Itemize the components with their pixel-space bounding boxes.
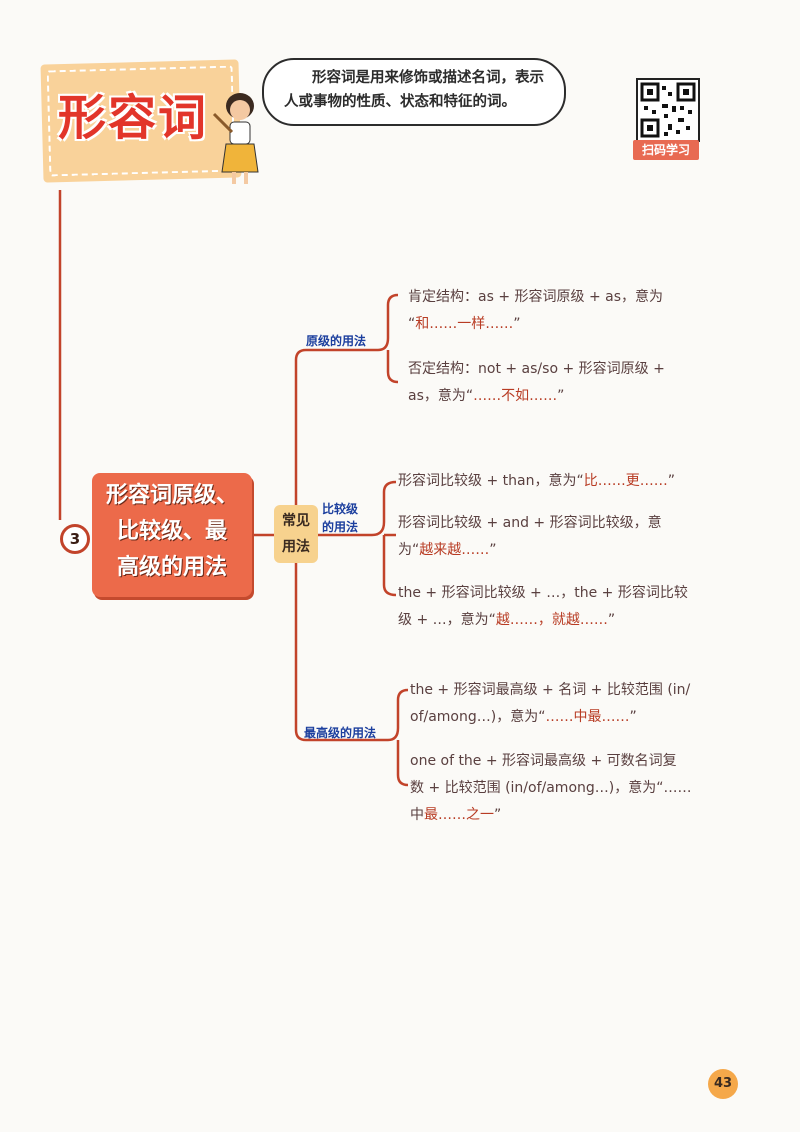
section-title-line: 形容词原级、: [105, 483, 238, 508]
rule-superlative-one-of: one of the + 形容词最高级 + 可数名词复 数 + 比较范围 (in…: [410, 748, 705, 829]
section-title-box: [92, 473, 252, 597]
branch-label-line: 的用法: [322, 520, 359, 534]
rule-line: 级 + …，意为“越……，就越……”: [398, 612, 616, 628]
rule-line: the + 形容词比较级 + …，the + 形容词比较: [398, 585, 688, 601]
section-title: 形容词原级、 比较级、最 高级的用法: [96, 478, 248, 586]
rule-comparative-and: 形容词比较级 + and + 形容词比较级，意 为“越来越……”: [398, 510, 703, 564]
branch-label-comparative: 比较级 的用法: [322, 500, 358, 536]
rule-comparative-the-the: the + 形容词比较级 + …，the + 形容词比较 级 + …，意为“越……: [398, 580, 703, 634]
rule-line: 为“越来越……”: [398, 542, 497, 558]
qr-code-icon[interactable]: [636, 78, 700, 142]
branch-label-positive: 原级的用法: [306, 334, 367, 348]
rule-line: one of the + 形容词最高级 + 可数名词复: [410, 753, 677, 769]
branch-label-superlative: 最高级的用法: [304, 726, 377, 740]
rule-comparative-than: 形容词比较级 + than，意为“比……更……”: [398, 468, 703, 495]
rule-superlative-the: the + 形容词最高级 + 名词 + 比较范围 (in/ of/among…)…: [410, 677, 705, 731]
rule-line: “和……一样……”: [408, 316, 521, 332]
rule-line: 形容词比较级 + and + 形容词比较级，意: [398, 515, 662, 531]
definition-bubble: [262, 58, 566, 126]
hub-box: [274, 505, 318, 563]
definition-text: 形容词是用来修饰或描述名词，表示人或事物的性质、状态和特征的词。: [284, 70, 544, 110]
rule-line: as，意为“……不如……”: [408, 388, 565, 404]
rule-line: 数 + 比较范围 (in/of/among…)，意为“……: [410, 780, 692, 796]
rule-line: 形容词比较级 + than，意为“比……更……”: [398, 473, 675, 489]
rule-line: 中最……之一”: [410, 807, 502, 823]
rule-line: 否定结构：not + as/so + 形容词原级 +: [408, 361, 665, 377]
scan-to-learn-label[interactable]: 扫码学习: [633, 140, 699, 160]
teacher-character-icon: [212, 93, 259, 184]
page-number: 43: [708, 1069, 738, 1099]
rule-line: the + 形容词最高级 + 名词 + 比较范围 (in/: [410, 682, 691, 698]
section-title-line: 比较级、最: [116, 519, 227, 544]
page-title: 形容词: [58, 90, 209, 146]
rule-line: 肯定结构：as + 形容词原级 + as，意为: [408, 289, 664, 305]
section-number: 3: [60, 524, 90, 554]
hub-label-line: 常见: [282, 513, 310, 529]
rule-positive-negative: 否定结构：not + as/so + 形容词原级 + as，意为“……不如……”: [408, 356, 708, 410]
rule-line: of/among…)，意为“……中最……”: [410, 709, 637, 725]
rule-positive-affirmative: 肯定结构：as + 形容词原级 + as，意为 “和……一样……”: [408, 284, 708, 338]
hub-label: 常见 用法: [274, 508, 318, 560]
section-title-line: 高级的用法: [116, 555, 227, 580]
hub-label-line: 用法: [282, 539, 310, 555]
branch-label-line: 比较级: [322, 502, 359, 516]
